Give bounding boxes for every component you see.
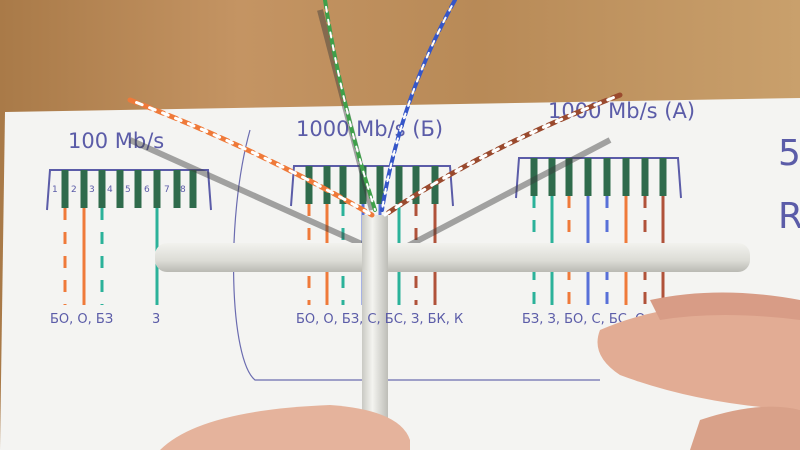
left-connector-outline — [46, 169, 212, 211]
pin-number-4: 4 — [107, 185, 113, 195]
twisted-pairs — [127, 0, 623, 218]
middle-pin-4 — [359, 166, 367, 204]
left-pin-1 — [61, 170, 69, 208]
middle-pin-3 — [339, 166, 347, 204]
pin-number-6: 6 — [144, 185, 150, 195]
right-pin-3 — [565, 158, 573, 196]
pin-number-3: 3 — [89, 185, 95, 195]
left-pin-2 — [80, 170, 88, 208]
middle-connector-outline — [290, 165, 454, 207]
title-1000-b: 1000 Mb/s (Б) — [296, 117, 443, 141]
right-pin-8 — [659, 158, 667, 196]
pin-number-8: 8 — [180, 185, 186, 195]
right-pin-6 — [622, 158, 630, 196]
left-label-2: 3 — [152, 312, 160, 327]
title-1000-a: 1000 Mb/s (A) — [548, 99, 695, 123]
middle-pin-6 — [395, 166, 403, 204]
pin-number-1: 1 — [52, 185, 58, 195]
left-pin-7 — [173, 170, 181, 208]
right-label: БЗ, З, БО, С, БС, О — [522, 312, 645, 327]
right-pin-5 — [603, 158, 611, 196]
finger-bottom-right — [690, 406, 800, 450]
right-pin-7 — [641, 158, 649, 196]
finger-left — [160, 405, 410, 450]
right-pin-4 — [584, 158, 592, 196]
left-pin-5 — [134, 170, 142, 208]
pin-number-5: 5 — [125, 185, 131, 195]
middle-pin-2 — [323, 166, 331, 204]
left-pin-8 — [189, 170, 197, 208]
title-100: 100 Mb/s — [68, 129, 164, 153]
edge-text-5: 5 — [778, 133, 800, 174]
right-pin-2 — [548, 158, 556, 196]
edge-text-r: R — [778, 196, 800, 237]
left-label-1: БО, О, БЗ — [50, 312, 113, 327]
finger-right-back — [650, 292, 800, 320]
finger-right — [597, 305, 800, 410]
left-pin-3 — [98, 170, 106, 208]
pin-number-2: 2 — [71, 185, 77, 195]
middle-pin-5 — [376, 166, 384, 204]
horizontal-cable — [155, 243, 750, 272]
middle-pin-7 — [412, 166, 420, 204]
pin-number-7: 7 — [164, 185, 170, 195]
middle-pin-1 — [305, 166, 313, 204]
right-pin-1 — [530, 158, 538, 196]
right-connector-outline — [515, 157, 682, 199]
left-pin-6 — [153, 170, 161, 208]
pen-outline — [232, 129, 600, 381]
left-pin-4 — [116, 170, 124, 208]
middle-label: БО, О, БЗ, С, БС, З, БК, К — [296, 312, 463, 327]
